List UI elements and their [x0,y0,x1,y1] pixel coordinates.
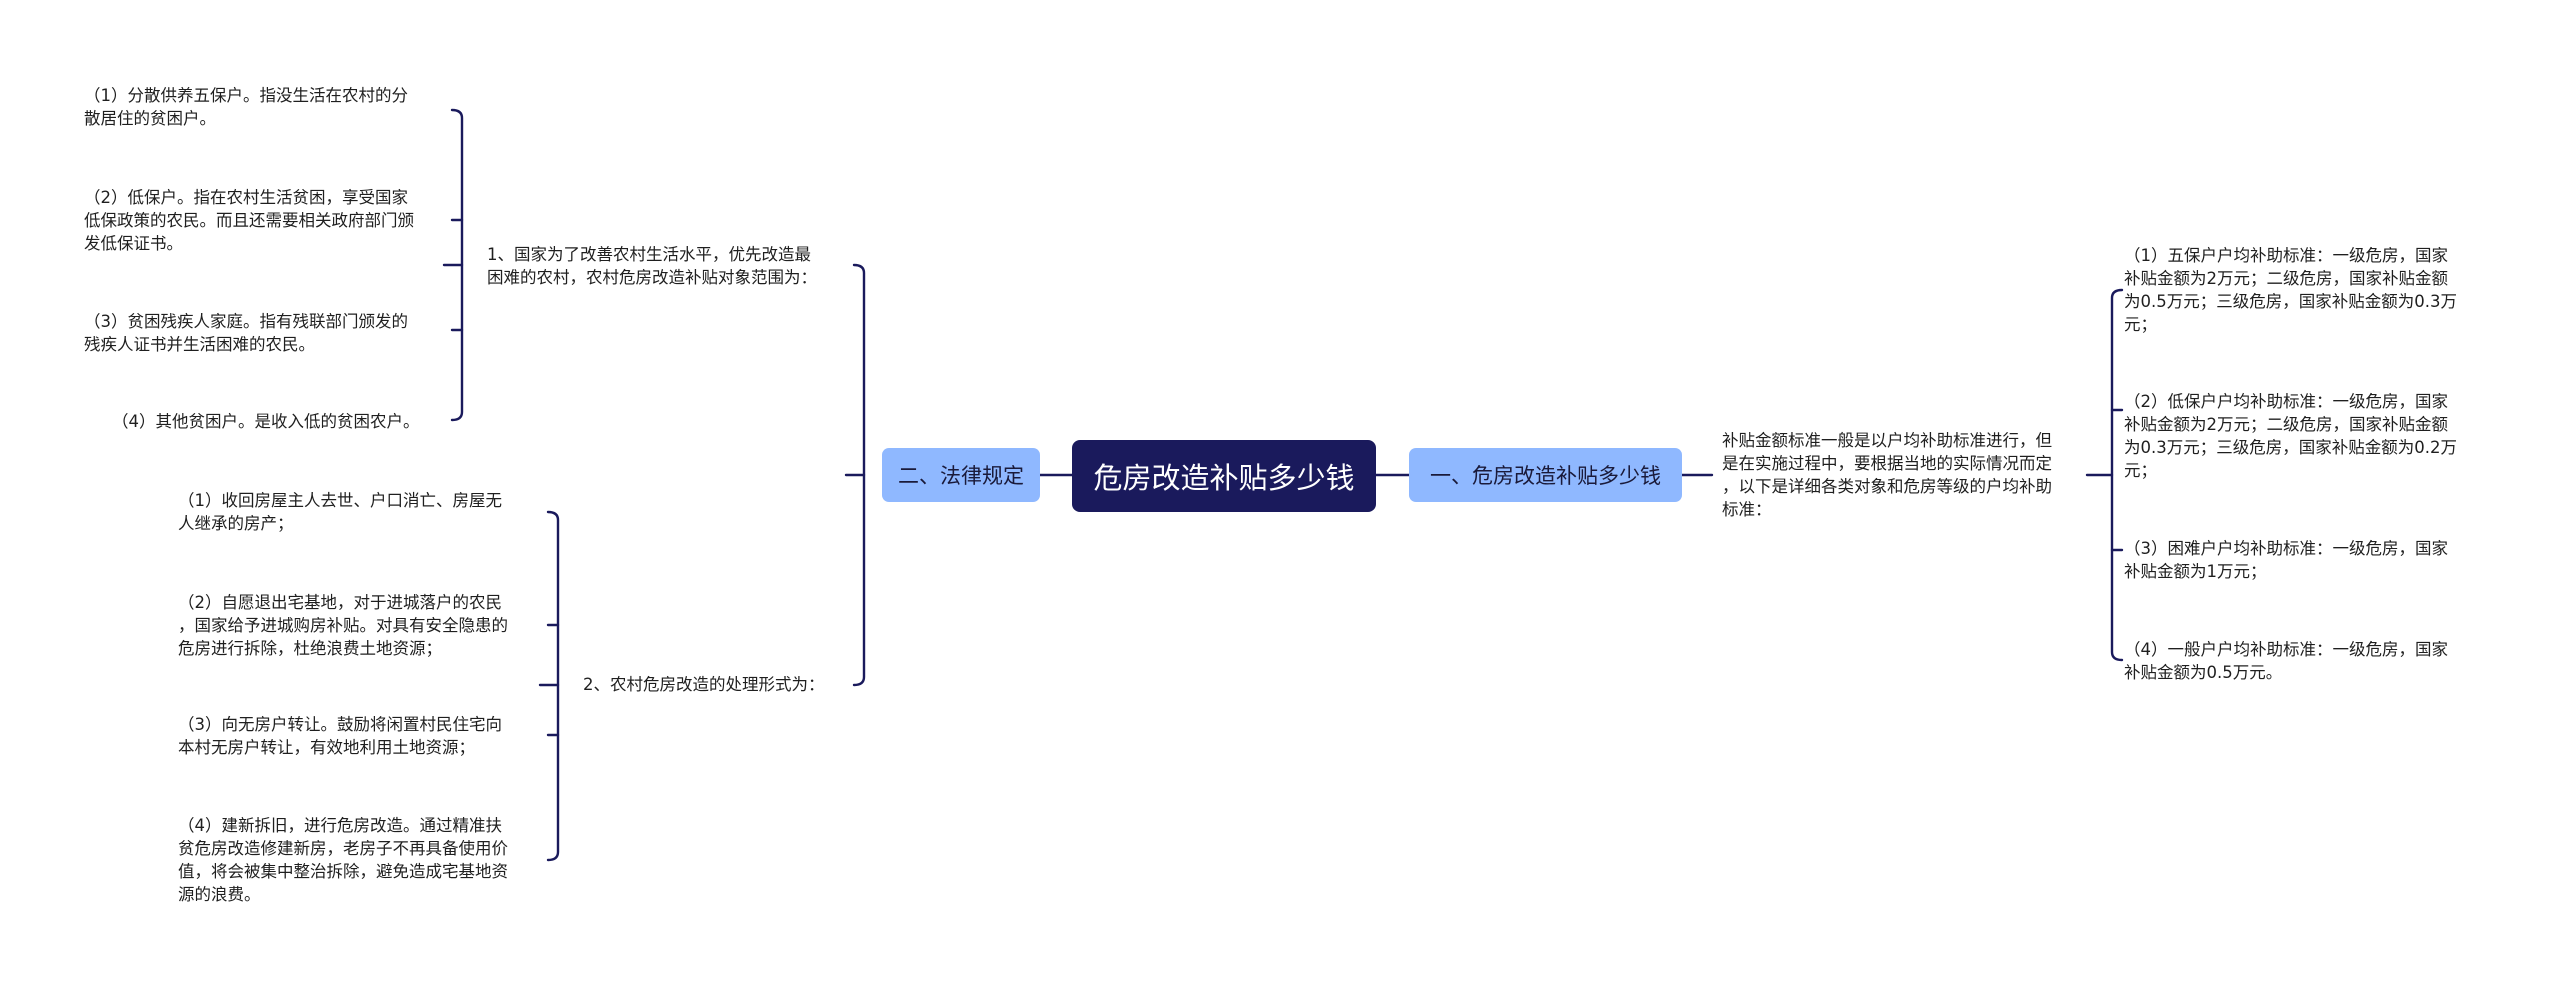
handling-item-2[interactable]: （2）自愿退出宅基地，对于进城落户的农民 ，国家给予进城购房补贴。对具有安全隐患… [178,593,508,658]
subsidy-item-1[interactable]: （1）五保户户均补助标准：一级危房，国家 补贴金额为2万元；二级危房，国家补贴金… [2124,246,2457,334]
branch-subsidy-amount[interactable]: 一、危房改造补贴多少钱 [1409,448,1682,502]
handling-item-3[interactable]: （3）向无房户转让。鼓励将闲置村民住宅向 本村无房户转让，有效地利用土地资源； [178,715,502,757]
eligible-scope-topic[interactable]: 1、国家为了改善农村生活水平，优先改造最 困难的农村，农村危房改造补贴对象范围为… [487,245,817,287]
central-topic[interactable]: 危房改造补贴多少钱 [1072,440,1376,512]
subsidy-item-4[interactable]: （4）一般户户均补助标准：一级危房，国家 补贴金额为0.5万元。 [2124,640,2448,682]
handling-item-1[interactable]: （1）收回房屋主人去世、户口消亡、房屋无 人继承的房产； [178,491,502,533]
handling-forms-topic[interactable]: 2、农村危房改造的处理形式为： [583,675,825,694]
eligible-item-3[interactable]: （3）贫困残疾人家庭。指有残联部门颁发的 残疾人证书并生活困难的农民。 [84,312,408,354]
eligible-item-2[interactable]: （2）低保户。指在农村生活贫困，享受国家 低保政策的农民。而且还需要相关政府部门… [84,188,414,253]
eligible-item-4[interactable]: （4）其他贫困户。是收入低的贫困农户。 [112,412,420,431]
handling-item-4[interactable]: （4）建新拆旧，进行危房改造。通过精准扶 贫危房改造修建新房，老房子不再具备使用… [178,816,508,904]
subsidy-item-3[interactable]: （3）困难户户均补助标准：一级危房，国家 补贴金额为1万元； [2124,539,2448,581]
brace-subsidy-items-spine [2110,288,2124,662]
branch-legal-provisions[interactable]: 二、法律规定 [882,448,1040,502]
eligible-item-1[interactable]: （1）分散供养五保户。指没生活在农村的分 散居住的贫困户。 [84,86,408,128]
subsidy-item-2[interactable]: （2）低保户户均补助标准：一级危房，国家 补贴金额为2万元；二级危房，国家补贴金… [2124,392,2457,480]
subsidy-standard-note[interactable]: 补贴金额标准一般是以户均补助标准进行，但 是在实施过程中，要根据当地的实际情况而… [1722,431,2052,519]
